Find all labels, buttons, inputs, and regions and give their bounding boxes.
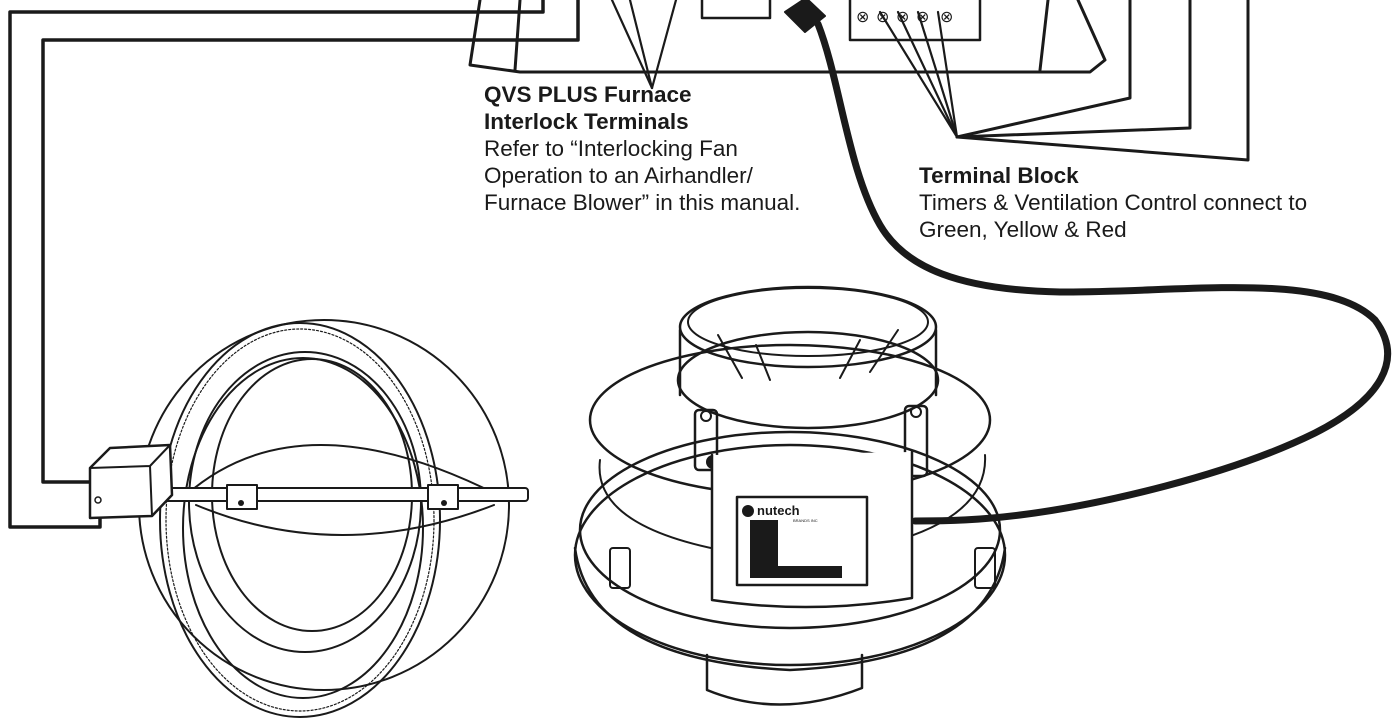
damper-axle: [157, 487, 529, 502]
terminal-screws: ⊗ ⊗ ⊗ ⊗ ⊗: [856, 7, 953, 26]
terminal-block-callout: Terminal Block Timers & Ventilation Cont…: [919, 162, 1395, 243]
terminal-block-callout-body-line1: Timers & Ventilation Control connect to: [919, 190, 1308, 215]
fan-brand-logo-sub: BRANDS INC: [793, 518, 818, 523]
qvs-callout-body-line1: Refer to “Interlocking Fan: [484, 136, 738, 161]
terminal-screw-1: ⊗: [856, 7, 869, 26]
qvs-callout-body-line3: Furnace Blower” in this manual.: [484, 190, 801, 215]
backdraft-damper: [88, 319, 529, 718]
fan-brand-logo: nutech: [757, 503, 800, 518]
fan-logo-icon: [742, 505, 754, 517]
terminal-screw-4: ⊗: [916, 7, 929, 26]
terminal-screw-5: ⊗: [940, 7, 953, 26]
interlock-terminal-box: [700, 0, 772, 20]
terminal-screw-3: ⊗: [896, 7, 909, 26]
inline-duct-fan: nutech BRANDS INC: [573, 285, 1007, 706]
terminal-block-box: [848, 0, 982, 42]
terminal-block-callout-title: Terminal Block: [919, 163, 1079, 188]
terminal-block-callout-body-line2: Green, Yellow & Red: [919, 217, 1127, 242]
qvs-callout-body-line2: Operation to an Airhandler/: [484, 163, 753, 188]
qvs-callout-title-line1: QVS PLUS Furnace: [484, 82, 692, 107]
interlock-leader-lines: [610, 0, 678, 90]
qvs-callout-title-line2: Interlock Terminals: [484, 109, 689, 134]
qvs-interlock-callout: QVS PLUS Furnace Interlock Terminals Ref…: [484, 81, 904, 216]
damper-wiring: [8, 0, 580, 529]
terminal-block-leader-lines: [878, 0, 1250, 162]
power-cord: [784, 0, 1392, 525]
